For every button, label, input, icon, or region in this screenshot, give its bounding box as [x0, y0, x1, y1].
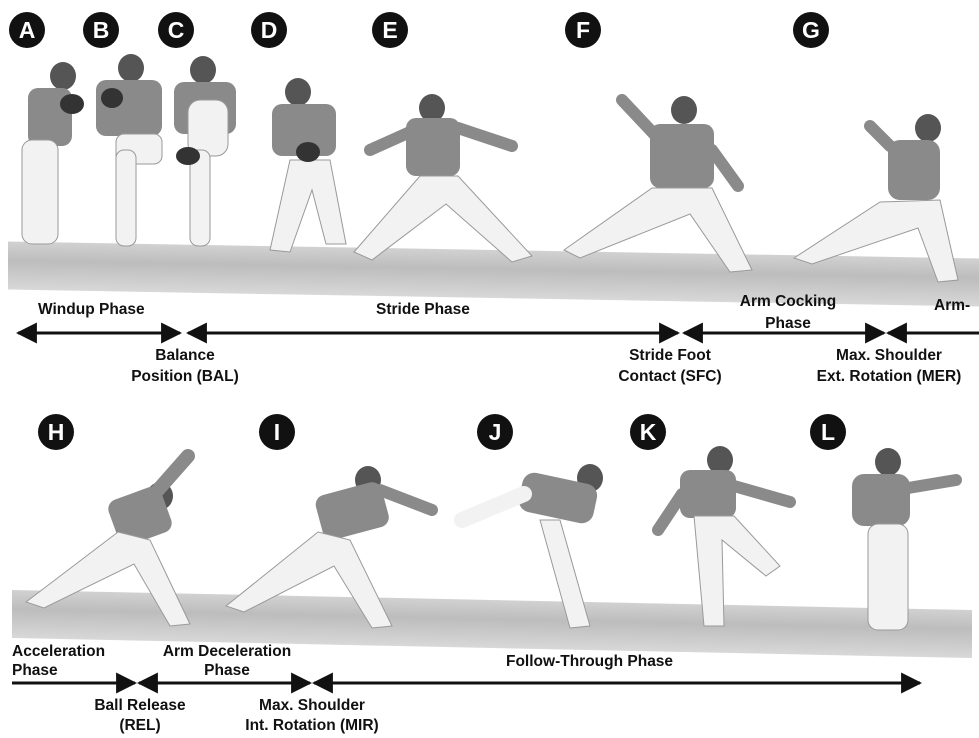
sfc-label-line2: Contact (SFC): [610, 367, 730, 386]
sfc-label-line1: Stride Foot: [610, 346, 730, 365]
bal-label-line2: Position (BAL): [125, 367, 245, 386]
deceleration-label-line2: Phase: [142, 661, 312, 680]
arm-accel-label-cut: Arm-: [934, 296, 970, 315]
mer-label-line2: Ext. Rotation (MER): [800, 367, 978, 386]
mir-label-line2: Int. Rotation (MIR): [232, 716, 392, 735]
stride-phase-label: Stride Phase: [376, 300, 470, 319]
bal-label-line1: Balance: [125, 346, 245, 365]
acceleration-label-line2: Phase: [12, 661, 58, 680]
mir-label-line1: Max. Shoulder: [232, 696, 392, 715]
acceleration-label-line1: Acceleration: [12, 642, 105, 661]
rel-label-line2: (REL): [80, 716, 200, 735]
arm-cocking-label-line1: Arm Cocking: [728, 292, 848, 311]
mer-label-line1: Max. Shoulder: [800, 346, 978, 365]
windup-phase-label: Windup Phase: [38, 300, 145, 319]
deceleration-label-line1: Arm Deceleration: [142, 642, 312, 661]
follow-through-label: Follow-Through Phase: [506, 652, 673, 671]
arm-cocking-label-line2: Phase: [728, 314, 848, 333]
rel-label-line1: Ball Release: [80, 696, 200, 715]
